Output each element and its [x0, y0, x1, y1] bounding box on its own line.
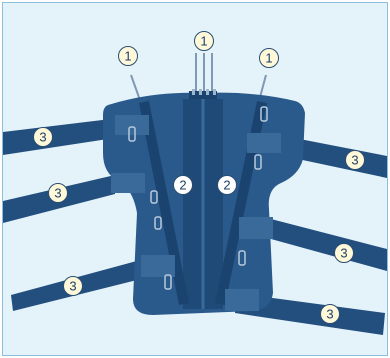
diagram-frame: 1 1 1 2 2 3 3 3 [2, 2, 388, 356]
callout-spine-left: 2 [173, 175, 193, 195]
callout-stay-left: 1 [118, 46, 138, 66]
callout-label: 3 [69, 279, 76, 294]
callout-label: 3 [326, 307, 333, 322]
callout-strap-left-top: 3 [33, 127, 53, 147]
spine-channels [183, 99, 223, 309]
strap-tabs [111, 115, 281, 311]
spine-channel-left [183, 99, 201, 309]
callout-strap-right-bottom: 3 [320, 304, 340, 324]
callout-label: 1 [124, 49, 131, 64]
callout-label: 1 [200, 34, 207, 49]
back-brace-diagram: 1 1 1 2 2 3 3 3 [3, 31, 387, 335]
callout-label: 1 [265, 51, 272, 66]
callout-stay-center: 1 [194, 31, 214, 51]
callout-strap-left-bottom: 3 [63, 276, 83, 296]
strap-left-top [3, 118, 121, 155]
callout-label: 2 [223, 178, 230, 193]
callout-spine-right: 2 [217, 175, 237, 195]
strap-right-bottom [235, 293, 385, 335]
callout-stay-right: 1 [259, 48, 279, 68]
callout-strap-left-middle: 3 [48, 183, 68, 203]
callout-label: 3 [54, 186, 61, 201]
callout-label: 3 [340, 246, 347, 261]
callout-label: 3 [39, 130, 46, 145]
strap-left-bottom [11, 256, 157, 311]
strap-right-middle [271, 219, 387, 271]
buckles [128, 106, 268, 290]
spine-channel-right [205, 99, 223, 309]
callout-label: 2 [179, 178, 186, 193]
callout-strap-right-top: 3 [345, 150, 365, 170]
diagonal-stay-left [139, 101, 189, 305]
callout-strap-right-middle: 3 [334, 243, 354, 263]
callouts: 1 1 1 2 2 3 3 3 [33, 31, 365, 324]
brace-top-ridge [189, 91, 217, 99]
callout-label: 3 [351, 153, 358, 168]
